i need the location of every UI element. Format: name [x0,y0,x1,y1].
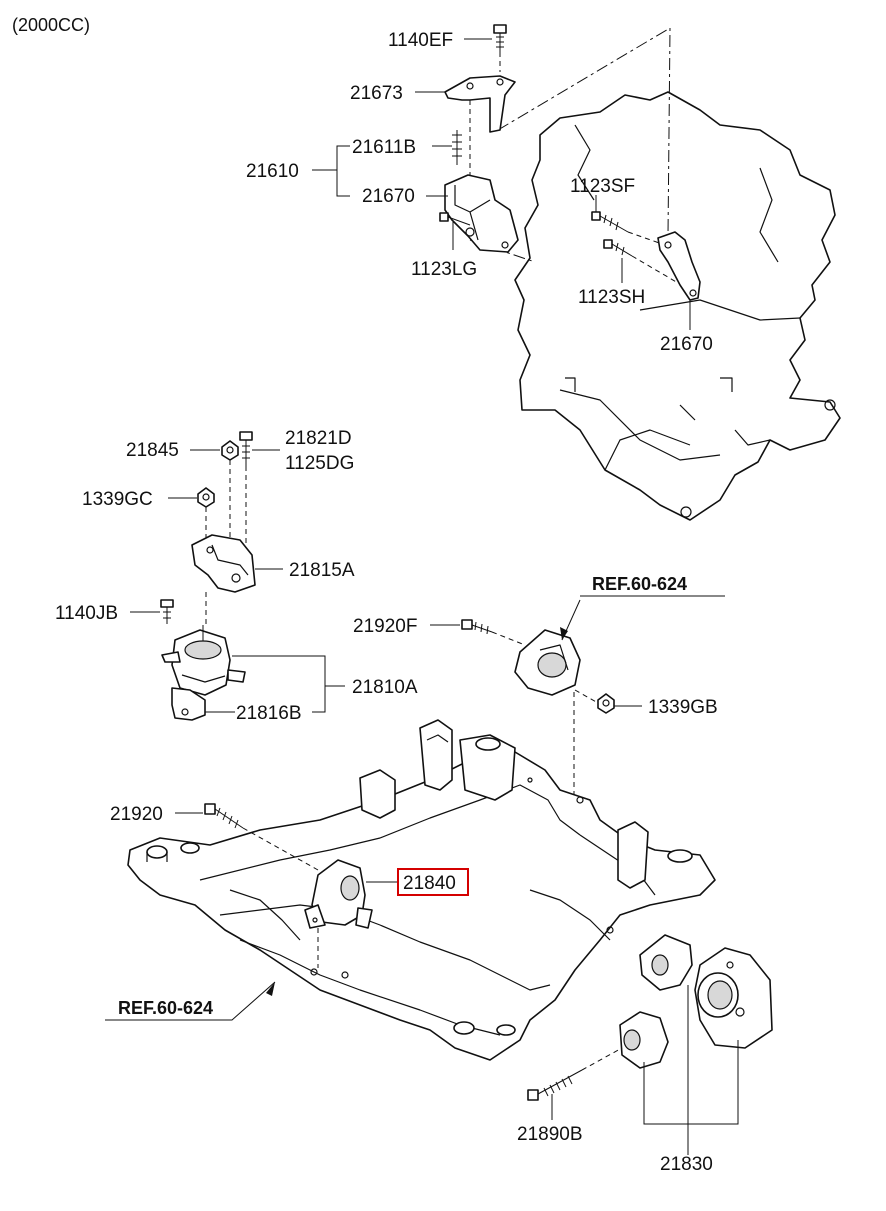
bracket-21673 [444,75,516,133]
label-21920: 21920 [110,804,163,825]
ref-label-upper: REF.60-624 [592,574,687,594]
label-21845: 21845 [126,440,179,461]
label-21810A: 21810A [352,677,418,698]
label-21670-lower: 21670 [660,334,713,355]
bolt-1140JB [160,599,174,624]
rear-roll-mount-21840 [304,859,373,929]
label-1123LG: 1123LG [411,259,477,280]
label-21840: 21840 [403,873,456,894]
engine-block-illustration [514,91,841,521]
label-1339GC: 1339GC [82,489,153,510]
subframe-illustration [127,719,716,1061]
label-21816B: 21816B [236,703,302,724]
label-21890B: 21890B [517,1124,583,1145]
label-21610: 21610 [246,161,299,182]
engine-variant-label: (2000CC) [12,15,90,35]
leader-lines [105,38,739,1155]
bolt-1123LG [439,212,471,226]
upper-mount-bolt-1140EF [493,24,507,52]
label-1339GB: 1339GB [648,697,718,718]
nut-1339GC [197,487,215,508]
label-21920F: 21920F [353,616,417,637]
mount-bracket-21670-upper [444,174,519,253]
label-21830: 21830 [660,1154,713,1175]
bolt-1123SH [603,239,633,257]
ref-label-lower: REF.60-624 [118,998,213,1018]
transmission-mount-ref [514,629,581,696]
bolt-21920F [461,619,493,635]
bushing-21830 [619,1011,669,1069]
label-1125DG: 1125DG [285,453,354,474]
bracket-21815A [191,534,256,593]
label-21821D: 21821D [285,428,352,449]
bracket-21816B [171,687,206,721]
bolt-21920 [204,803,244,829]
nut-1339GB [597,693,615,714]
stud-21611B [452,130,462,165]
label-21611B: 21611B [352,137,416,158]
highlight-box-21840 [397,868,469,896]
label-21670-upper: 21670 [362,186,415,207]
label-21815A: 21815A [289,560,355,581]
label-1123SF: 1123SF [570,176,635,197]
engine-bracket-21670-lower [657,231,701,301]
label-1140JB: 1140JB [55,603,118,624]
bolt-1123SF [591,211,629,233]
label-1123SH: 1123SH [578,287,645,308]
bolt-21821D [239,431,253,466]
bolt-21890B [527,1069,583,1101]
label-21673: 21673 [350,83,403,104]
label-1140EF: 1140EF [388,30,453,51]
mount-insulator-21810A [161,625,246,696]
nut-21845 [221,440,239,461]
rear-bracket-21830 [639,934,773,1049]
